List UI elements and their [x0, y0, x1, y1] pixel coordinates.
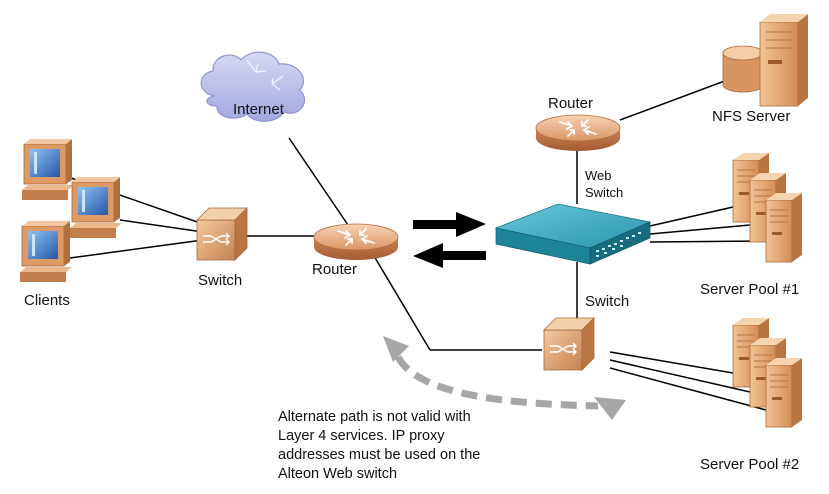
client-computer-icon — [21, 138, 75, 201]
web-switch-label-line2: Switch — [585, 185, 624, 200]
note-line-2: Layer 4 services. IP proxy — [278, 428, 445, 444]
router-icon — [313, 223, 399, 261]
clients-label: Clients — [24, 292, 70, 309]
server-pool-2-label: Server Pool #2 — [700, 456, 800, 473]
note-line-3: addresses must be used on the — [278, 447, 481, 463]
server-pool-1-label: Server Pool #1 — [700, 281, 800, 298]
web-switch-icon — [494, 203, 652, 265]
traffic-arrow-left-icon — [413, 243, 486, 268]
router-icon — [535, 114, 621, 152]
alternate-path-arrow-icon — [383, 336, 626, 420]
internet-label: Internet — [233, 101, 284, 118]
router-center-label: Router — [312, 261, 358, 278]
note-line-1: Alternate path is not valid with — [278, 409, 471, 425]
note-line-4: Alteon Web switch — [278, 466, 398, 482]
switch-box-icon — [543, 317, 595, 371]
switch-left-label: Switch — [198, 272, 243, 289]
server-pool-1-icon — [732, 152, 803, 263]
traffic-arrow-right-icon — [413, 212, 486, 237]
switch-box-icon — [196, 207, 248, 261]
router-top-label: Router — [548, 95, 594, 112]
nfs-server-icon — [722, 14, 808, 107]
web-switch-label-line1: Web — [585, 168, 612, 183]
client-computer-icon — [69, 176, 123, 239]
nfs-server-label: NFS Server — [712, 108, 791, 125]
internet-cloud-icon — [200, 51, 306, 122]
client-computer-icon — [19, 220, 73, 283]
switch-bottom-label: Switch — [585, 293, 630, 310]
alternate-path-note: Alternate path is not valid with Layer 4… — [278, 408, 480, 484]
connection-lines — [69, 75, 767, 411]
server-pool-2-icon — [732, 317, 803, 428]
web-switch-label: Web Switch — [585, 167, 623, 201]
